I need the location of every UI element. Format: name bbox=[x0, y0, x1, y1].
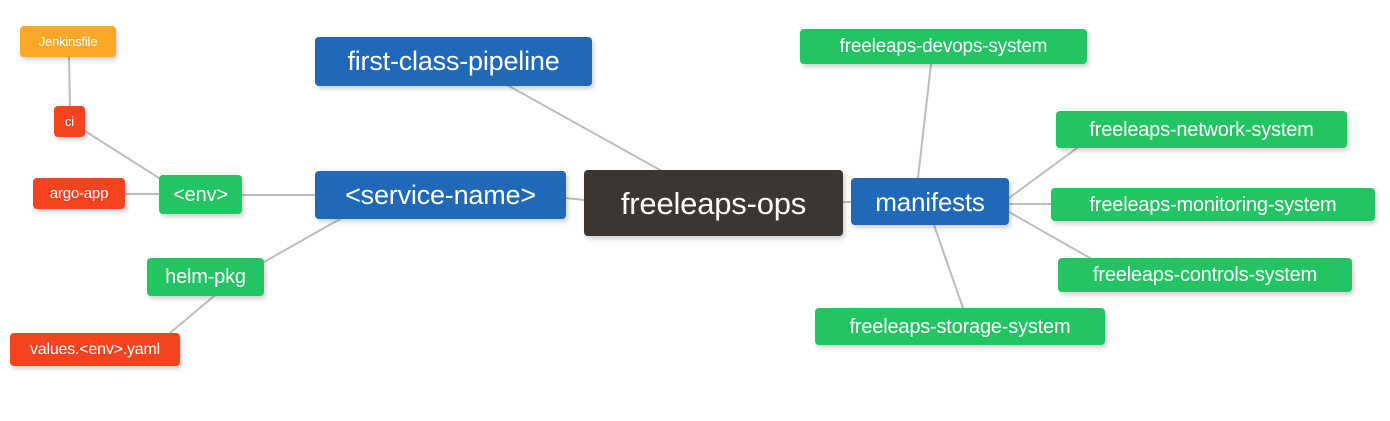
mindmap-node-label: helm-pkg bbox=[165, 266, 246, 288]
mindmap-node-argo-app[interactable]: argo-app bbox=[33, 178, 125, 209]
mindmap-node-label: argo-app bbox=[49, 185, 109, 202]
mindmap-node-first-class-pipeline[interactable]: first-class-pipeline bbox=[315, 37, 592, 86]
mindmap-node-ci[interactable]: ci bbox=[54, 106, 85, 137]
mindmap-node-label: manifests bbox=[875, 186, 985, 217]
mindmap-node-label: freeleaps-storage-system bbox=[849, 315, 1071, 338]
mindmap-node-freeleaps-ops[interactable]: freeleaps-ops bbox=[584, 170, 843, 236]
edge-jenkinsfile-to-ci bbox=[68, 56, 71, 107]
mindmap-node-label: ci bbox=[65, 114, 74, 129]
edge-values-yaml-to-helm-pkg bbox=[169, 295, 215, 334]
edge-service-name-to-freeleaps-ops bbox=[565, 197, 585, 201]
mindmap-node-controls-system[interactable]: freeleaps-controls-system bbox=[1058, 258, 1352, 292]
edge-manifests-to-storage-system bbox=[933, 224, 964, 309]
mindmap-node-label: <service-name> bbox=[345, 179, 536, 210]
mindmap-node-label: freeleaps-controls-system bbox=[1093, 264, 1317, 286]
mindmap-node-label: freeleaps-devops-system bbox=[839, 36, 1048, 57]
mindmap-node-helm-pkg[interactable]: helm-pkg bbox=[147, 258, 264, 296]
edge-ci-to-env bbox=[84, 130, 160, 179]
edge-manifests-to-devops-system bbox=[917, 63, 932, 179]
edge-first-class-pipeline-to-freeleaps-ops bbox=[508, 85, 661, 171]
mindmap-node-storage-system[interactable]: freeleaps-storage-system bbox=[815, 308, 1105, 345]
mindmap-node-service-name[interactable]: <service-name> bbox=[315, 171, 566, 219]
mindmap-node-label: freeleaps-monitoring-system bbox=[1089, 193, 1337, 216]
mindmap-node-label: freeleaps-network-system bbox=[1089, 118, 1314, 141]
mindmap-node-monitoring-system[interactable]: freeleaps-monitoring-system bbox=[1051, 188, 1375, 221]
mindmap-node-label: freeleaps-ops bbox=[620, 185, 807, 221]
mindmap-node-jenkinsfile[interactable]: Jenkinsfile bbox=[20, 26, 116, 57]
mindmap-node-label: first-class-pipeline bbox=[347, 46, 560, 76]
mindmap-node-label: <env> bbox=[173, 183, 228, 206]
mindmap-node-env[interactable]: <env> bbox=[159, 175, 242, 214]
mindmap-node-network-system[interactable]: freeleaps-network-system bbox=[1056, 111, 1347, 148]
mindmap-node-devops-system[interactable]: freeleaps-devops-system bbox=[800, 29, 1087, 64]
mindmap-node-manifests[interactable]: manifests bbox=[851, 178, 1009, 225]
mindmap-node-values-yaml[interactable]: values.<env>.yaml bbox=[10, 333, 180, 366]
edge-helm-pkg-to-service-name bbox=[263, 218, 341, 263]
mindmap-node-label: values.<env>.yaml bbox=[29, 340, 160, 358]
mindmap-node-label: Jenkinsfile bbox=[38, 34, 98, 49]
